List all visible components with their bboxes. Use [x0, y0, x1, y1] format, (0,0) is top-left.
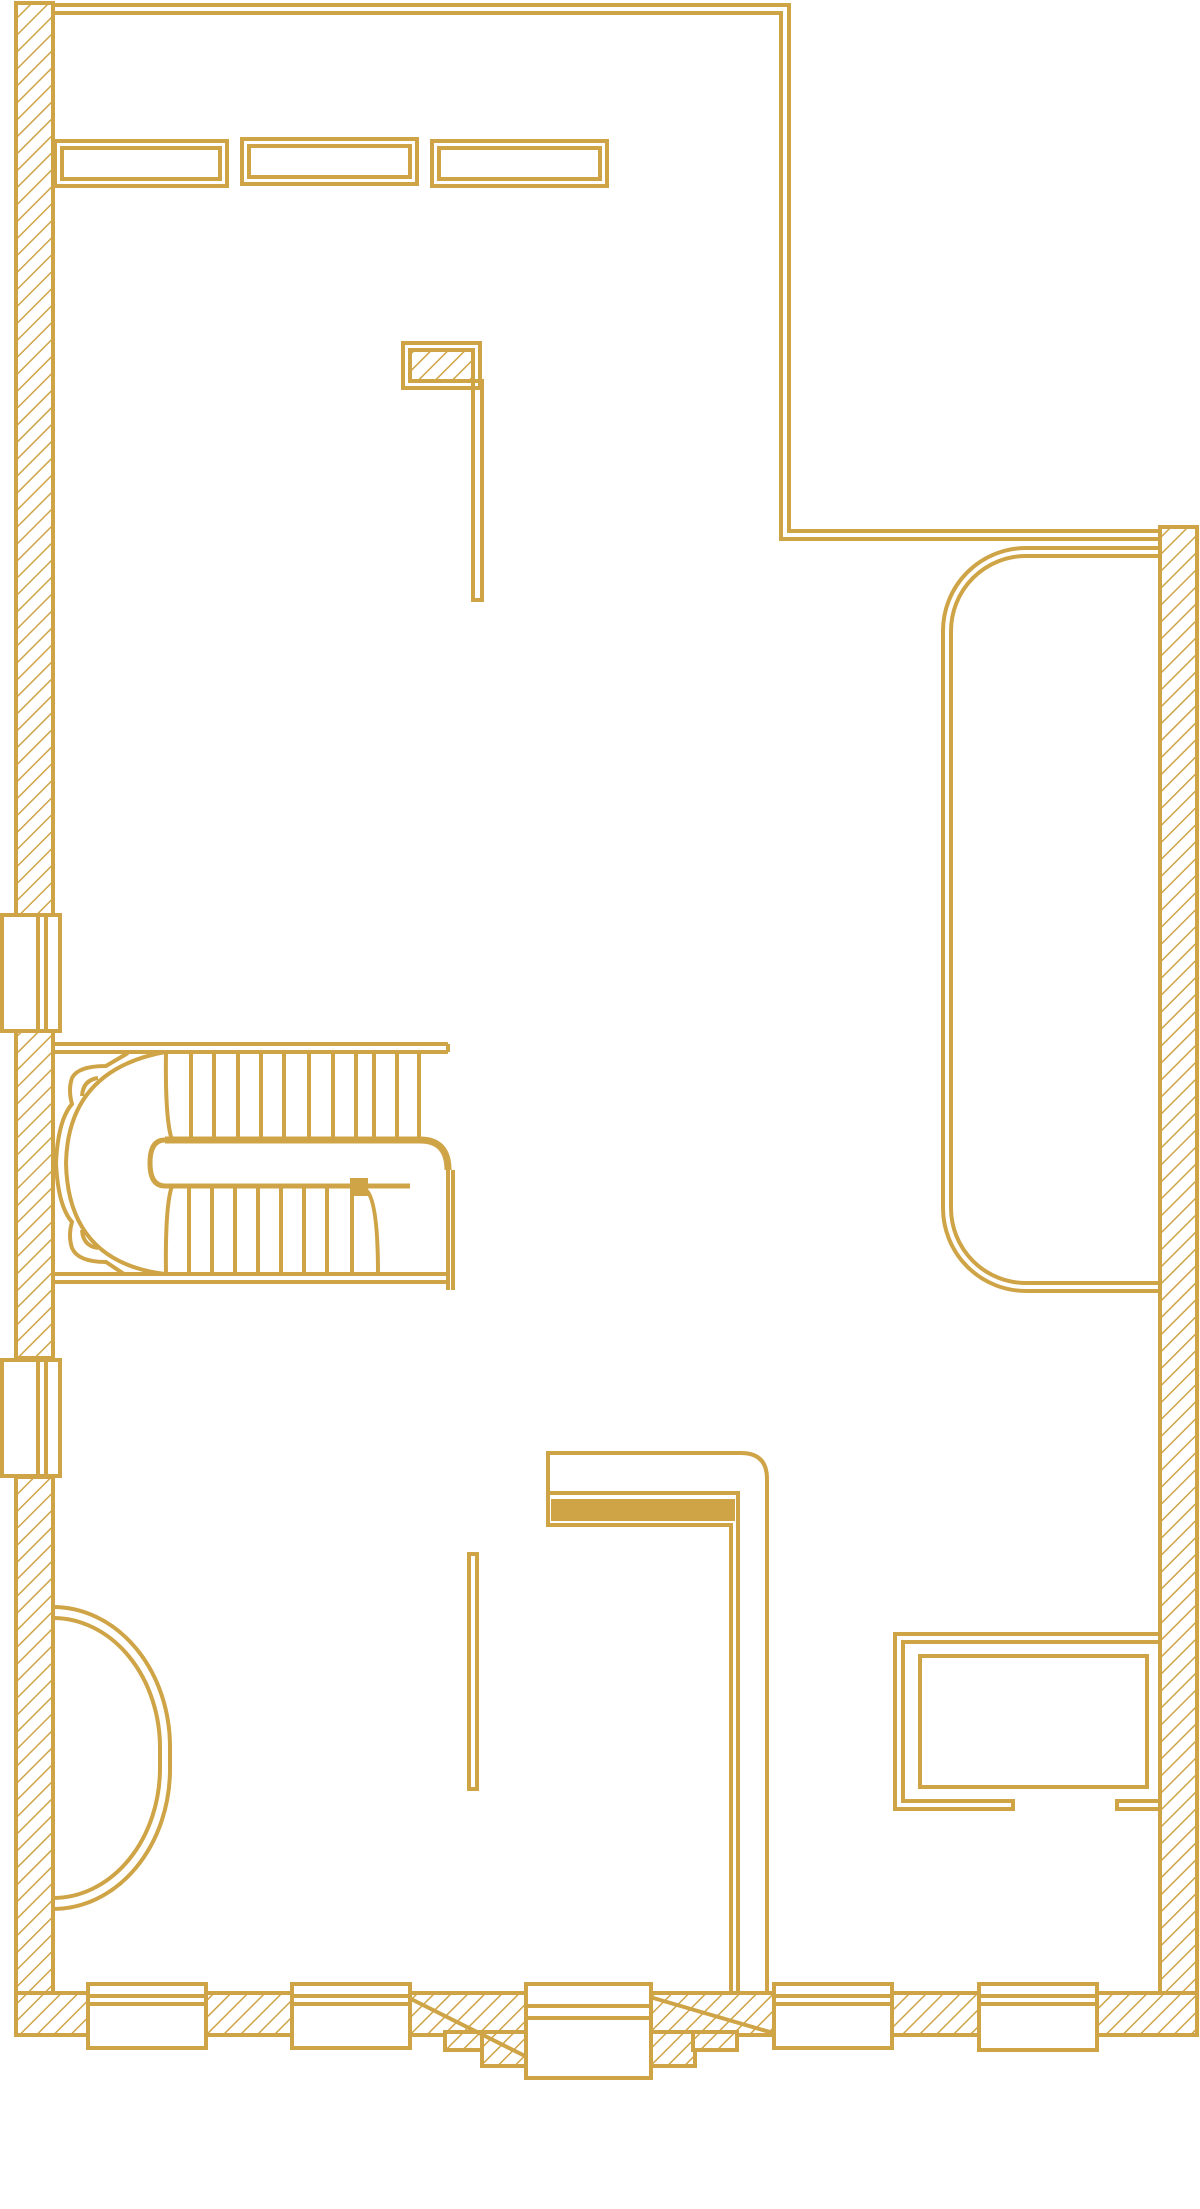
partition-wall-upper: [471, 379, 484, 602]
counter: [546, 1451, 769, 1995]
bottom-window-5: [977, 1982, 1099, 2052]
staircase: [53, 1042, 455, 1290]
left-door-upper: [0, 913, 62, 1033]
outer-wall-upper: [53, 3, 1195, 541]
wall-cabinet-2: [240, 137, 419, 186]
bottom-window-4: [772, 1982, 894, 2050]
column: [401, 341, 482, 390]
left-door-lower: [0, 1358, 62, 1478]
partition-wall-lower: [467, 1552, 479, 1791]
bottom-window-3: [524, 1982, 653, 2080]
wall-cabinet-3: [430, 139, 609, 188]
storage-unit: [893, 1632, 1162, 1811]
banquette: [941, 546, 1160, 1293]
wall-cabinet-1: [53, 139, 229, 188]
bottom-window-1: [86, 1982, 208, 2050]
bay-seating: [52, 1605, 172, 1911]
bottom-window-2: [290, 1982, 412, 2050]
right-wall: [1158, 525, 1199, 2037]
